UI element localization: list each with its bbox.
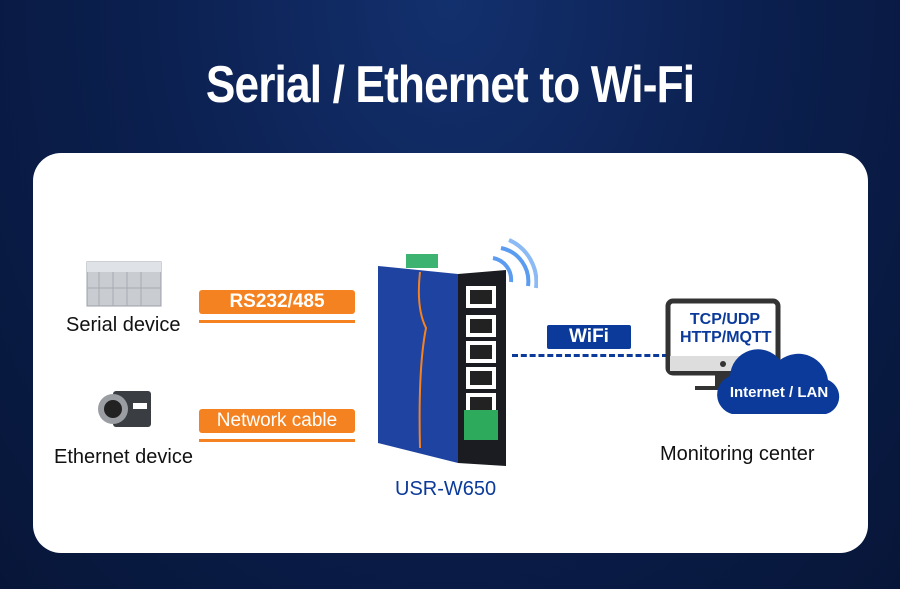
- wifi-tag: WiFi: [547, 325, 631, 349]
- device-model-label: USR-W650: [395, 478, 497, 500]
- monitoring-center-label: Monitoring center: [660, 443, 815, 465]
- ethernet-device-label: Ethernet device: [54, 446, 193, 468]
- page-title: Serial / Ethernet to Wi-Fi: [205, 56, 695, 114]
- wifi-link-line: [512, 354, 668, 357]
- serial-connection-line: [199, 320, 355, 323]
- protocols-line1: TCP/UDP: [689, 311, 761, 328]
- cloud-label: Internet / LAN: [729, 384, 829, 401]
- serial-device-label: Serial device: [66, 314, 181, 336]
- network-cable-tag: Network cable: [199, 409, 355, 433]
- protocols-line2: HTTP/MQTT: [680, 329, 772, 346]
- cloud-icon: [717, 349, 840, 414]
- rs232-485-tag: RS232/485: [199, 290, 355, 314]
- camera-icon: [98, 391, 151, 427]
- plc-icon: [86, 261, 162, 307]
- ethernet-connection-line: [199, 439, 355, 442]
- usr-w650-device-image: [378, 238, 538, 466]
